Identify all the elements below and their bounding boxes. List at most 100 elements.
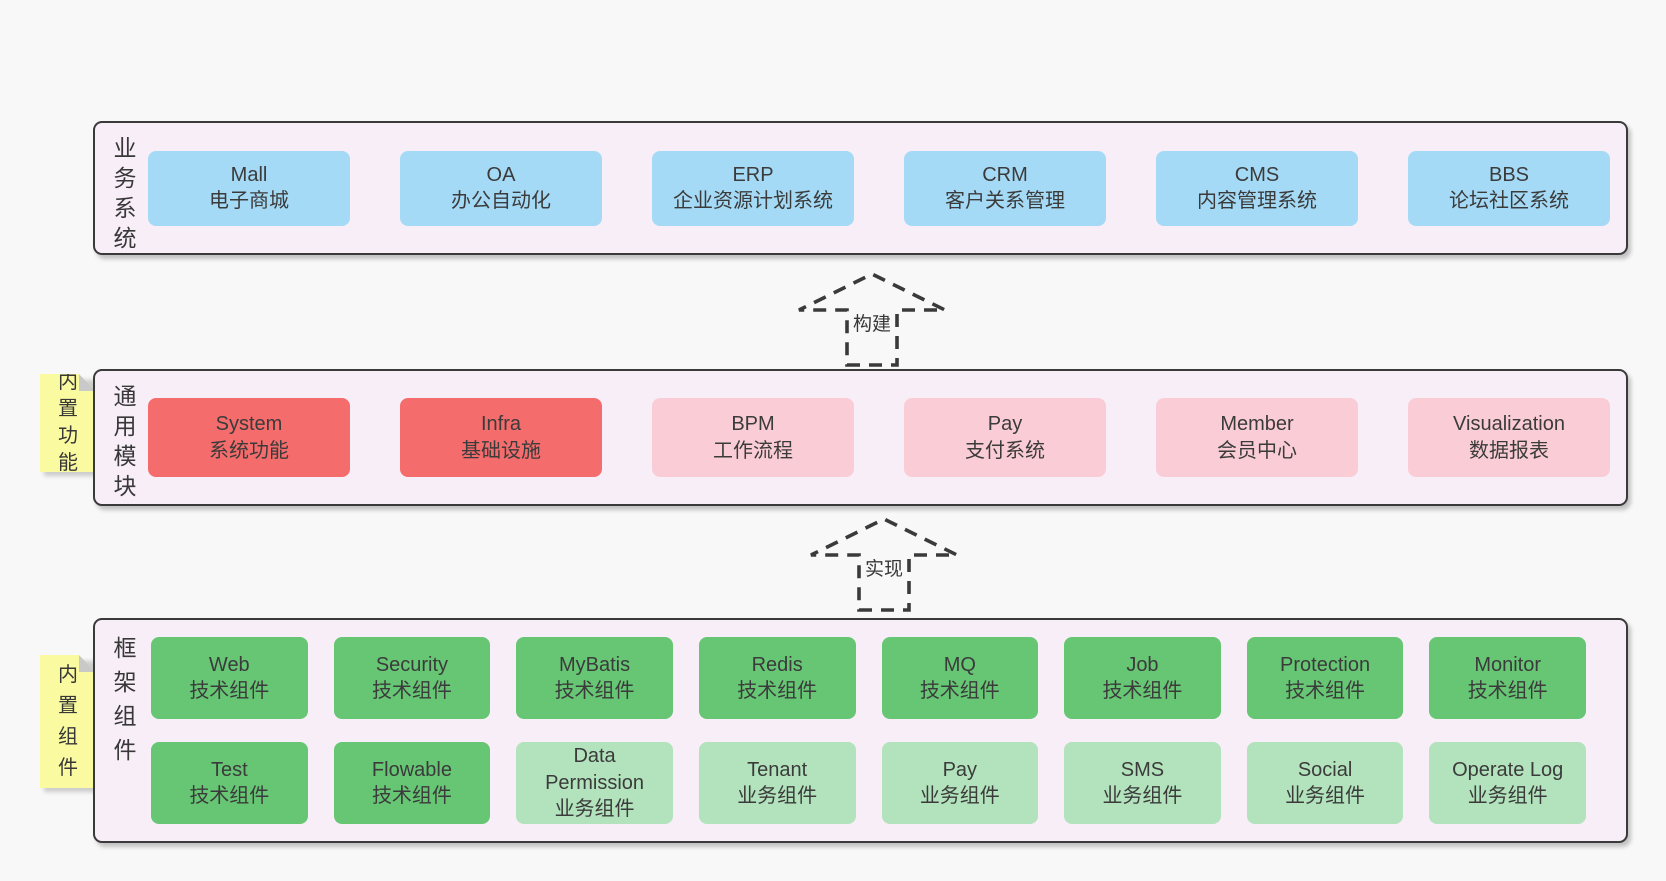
band-label-text: 通用模块 (113, 383, 137, 499)
box-subtitle: 技术组件 (737, 680, 818, 702)
box-title: Protection (1280, 653, 1371, 676)
box-subtitle: 技术组件 (1467, 680, 1548, 702)
band-label-business-systems: 业务系统 (95, 123, 145, 253)
band-label-common-modules: 通用模块 (95, 371, 145, 504)
box-subtitle: 技术组件 (371, 680, 452, 702)
box-erp: ERP 企业资源计划系统 (652, 150, 854, 226)
box-title: Social (1297, 758, 1353, 781)
arrow-build: 构建 (796, 272, 948, 368)
box-subtitle: 业务组件 (1467, 785, 1548, 807)
box-title: CMS (1234, 163, 1280, 186)
box-subtitle: 电子商城 (209, 190, 289, 212)
box-test: Test 技术组件 (151, 742, 308, 824)
box-subtitle: 系统功能 (209, 439, 289, 462)
box-title: ERP (732, 163, 774, 186)
box-subtitle: 技术组件 (189, 680, 270, 702)
box-title: Visualization (1453, 413, 1565, 436)
box-title: Monitor (1474, 653, 1542, 676)
box-visualization: Visualization 数据报表 (1408, 398, 1610, 477)
box-tenant: Tenant 业务组件 (698, 742, 856, 824)
box-title: Web (208, 653, 250, 676)
box-system: System 系统功能 (148, 398, 350, 477)
box-sms: SMS 业务组件 (1064, 742, 1221, 824)
box-social: Social 业务组件 (1246, 742, 1404, 824)
box-subtitle: 业务组件 (1285, 785, 1366, 807)
box-crm: CRM 客户关系管理 (904, 150, 1106, 226)
sticky-note-built-in-functions: 内置功能 (40, 374, 96, 472)
note-text: 内置组件 (58, 663, 78, 779)
box-title: SMS (1120, 758, 1165, 781)
box-security: Security 技术组件 (333, 637, 491, 719)
box-cms: CMS 内容管理系统 (1156, 150, 1358, 226)
dashed-up-arrow-icon (810, 517, 958, 612)
box-subtitle: 论坛社区系统 (1449, 190, 1569, 212)
box-protection: Protection 技术组件 (1246, 637, 1404, 719)
box-flowable: Flowable 技术组件 (333, 742, 491, 824)
box-redis: Redis 技术组件 (698, 637, 856, 719)
box-title: Flowable (371, 758, 452, 781)
box-subtitle: 技术组件 (554, 680, 635, 702)
box-subtitle: 数据报表 (1469, 439, 1549, 462)
dashed-up-arrow-icon (798, 272, 946, 367)
band-label-text: 业务系统 (113, 135, 137, 251)
box-subtitle: 技术组件 (371, 785, 452, 807)
note-text: 内置功能 (58, 371, 78, 474)
box-subtitle: 业务组件 (1102, 785, 1183, 807)
box-title: Mall (230, 163, 268, 186)
box-mall: Mall 电子商城 (148, 150, 350, 226)
box-title: OA (486, 163, 516, 186)
box-subtitle: 企业资源计划系统 (673, 190, 833, 212)
box-pay-component: Pay 业务组件 (881, 742, 1039, 824)
box-bbs: BBS 论坛社区系统 (1408, 150, 1610, 226)
band-label-text: 框架组件 (113, 635, 137, 764)
box-web: Web 技术组件 (151, 637, 308, 719)
box-title: Pay (987, 413, 1023, 436)
arrow-build-label: 构建 (849, 308, 895, 337)
box-subtitle: 内容管理系统 (1197, 190, 1317, 212)
band-label-framework-components: 框架组件 (95, 620, 145, 841)
box-subtitle: 技术组件 (1285, 680, 1366, 702)
box-title: BPM (731, 413, 775, 436)
box-subtitle: 业务组件 (737, 785, 818, 807)
box-subtitle: 技术组件 (919, 680, 1000, 702)
box-bpm: BPM 工作流程 (652, 398, 854, 477)
band-row-business-systems: Mall 电子商城 OA 办公自动化 ERP 企业资源计划系统 CRM 客户关系管理 CMS 内容… (148, 123, 1610, 253)
box-title: Security (375, 653, 449, 676)
box-title: Pay (942, 758, 978, 781)
arrow-implement: 实现 (808, 517, 960, 613)
box-subtitle: 会员中心 (1217, 439, 1297, 462)
box-title: Test (210, 758, 248, 781)
box-title: CRM (982, 163, 1028, 186)
box-title: Data Permission (545, 745, 645, 794)
box-title: Tenant (747, 758, 808, 781)
box-title: BBS (1488, 163, 1530, 186)
arrow-implement-label: 实现 (861, 553, 907, 582)
box-monitor: Monitor 技术组件 (1429, 637, 1586, 719)
box-subtitle: 办公自动化 (451, 190, 551, 212)
box-subtitle: 业务组件 (919, 785, 1000, 807)
box-subtitle: 工作流程 (713, 439, 793, 462)
box-subtitle: 客户关系管理 (945, 190, 1065, 212)
box-subtitle: 支付系统 (965, 439, 1045, 462)
box-title: System (215, 413, 283, 436)
sticky-note-built-in-components: 内置组件 (40, 655, 96, 788)
box-subtitle: 技术组件 (189, 785, 270, 807)
box-oa: OA 办公自动化 (400, 150, 602, 226)
box-pay-module: Pay 支付系统 (904, 398, 1106, 477)
box-title: Infra (480, 413, 522, 436)
band-business-systems: 业务系统 Mall 电子商城 OA 办公自动化 ERP 企业资源计划系统 CRM 客户关系管理… (93, 121, 1628, 255)
box-subtitle: 技术组件 (1102, 680, 1183, 702)
box-title: Job (1126, 653, 1159, 676)
box-title: Redis (751, 653, 803, 676)
